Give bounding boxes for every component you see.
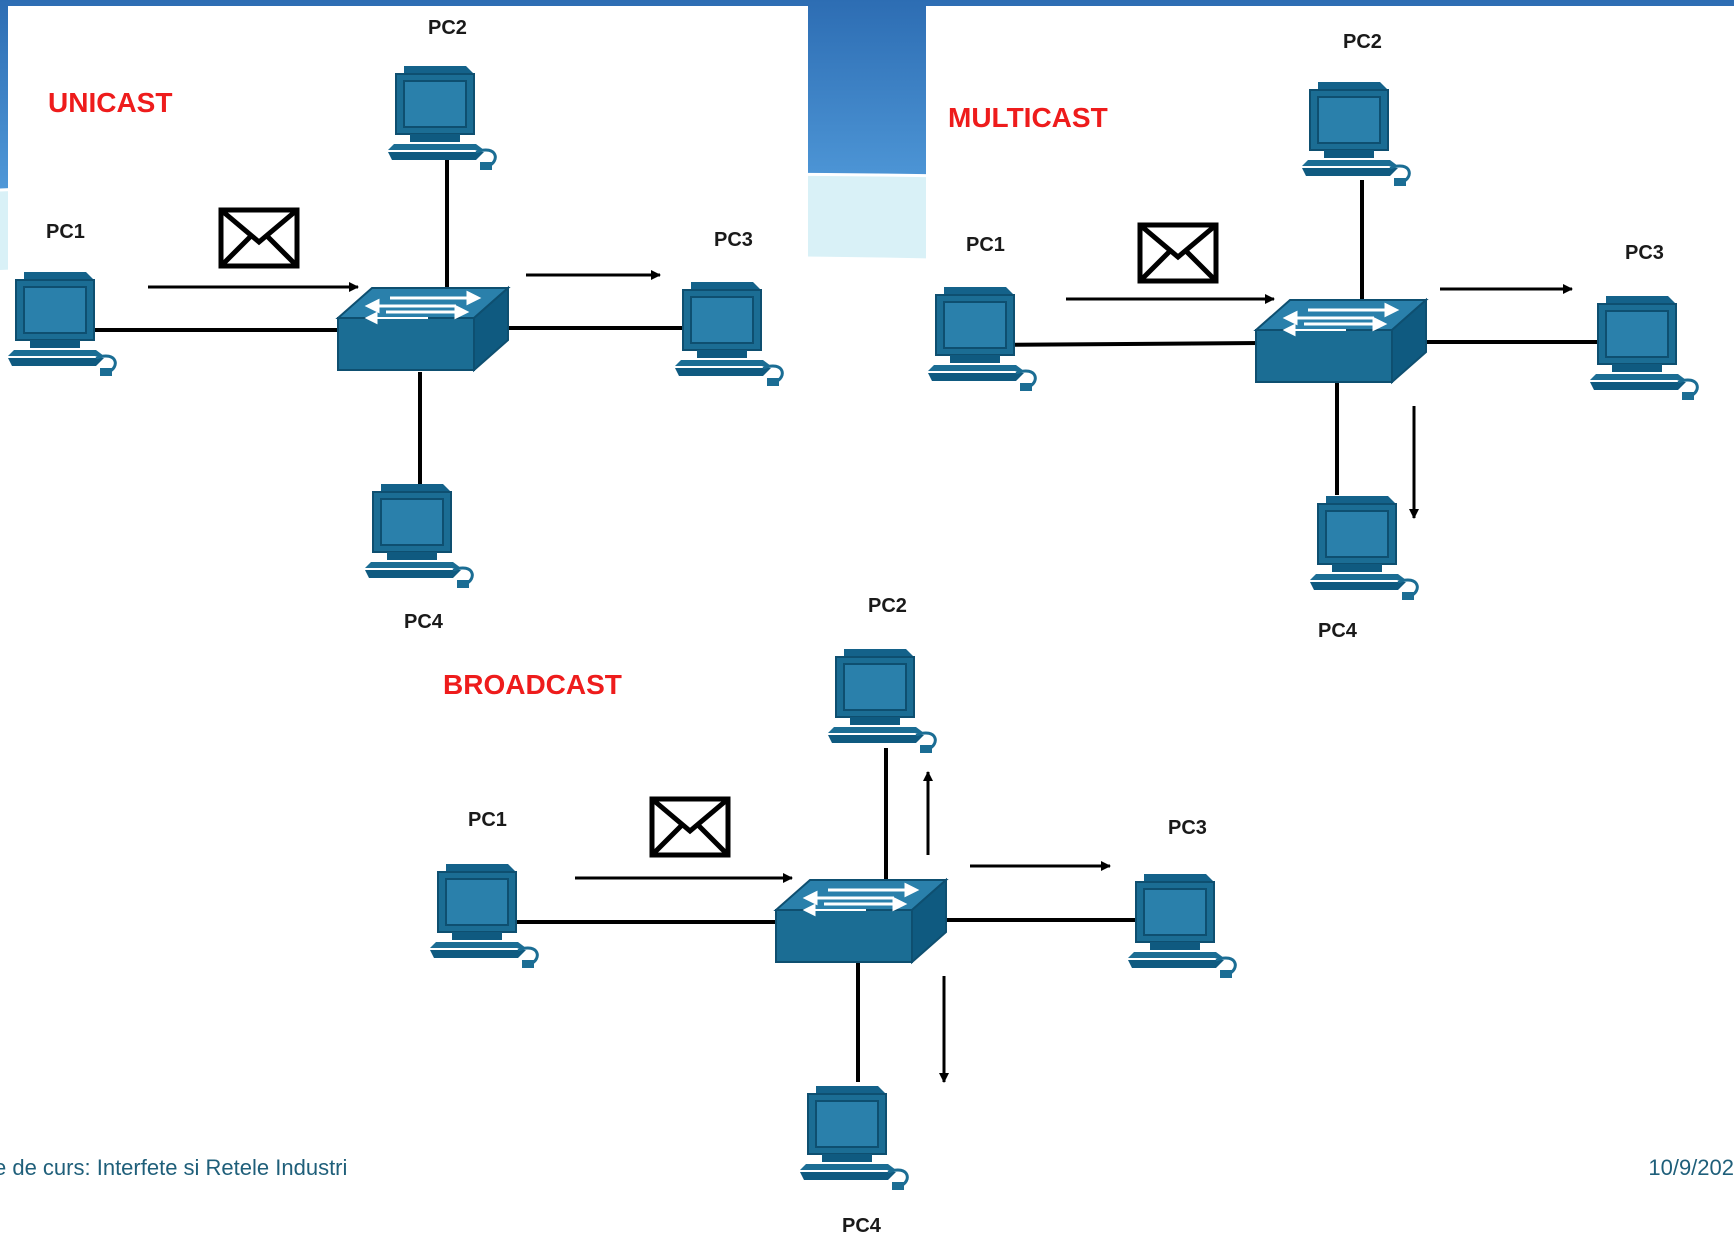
pc3-label: PC3 [1168, 817, 1207, 839]
pc3-label: PC3 [714, 229, 753, 251]
multicast-title: MULTICAST [948, 102, 1108, 133]
pc2-computer-icon [386, 64, 497, 172]
envelope-icon [1140, 225, 1216, 281]
switch-icon [336, 286, 510, 372]
pc1-computer-icon [6, 270, 117, 378]
pc2-computer-icon [826, 647, 937, 755]
pc4-computer-icon [363, 482, 474, 590]
pc4-label: PC4 [1318, 620, 1358, 642]
pc3-label: PC3 [1625, 242, 1664, 264]
pc1-label: PC1 [468, 809, 507, 831]
pc3-computer-icon [1126, 872, 1237, 980]
pc1-computer-icon [926, 285, 1037, 393]
pc2-computer-icon [1300, 80, 1411, 188]
envelope-icon [221, 210, 297, 266]
broadcast-title: BROADCAST [443, 669, 622, 700]
pc1-computer-icon [428, 862, 539, 970]
pc2-label: PC2 [428, 17, 467, 39]
footer-date: 10/9/202 [1648, 1155, 1734, 1180]
switch-icon [1254, 298, 1428, 384]
pc1-label: PC1 [966, 234, 1005, 256]
pc2-label: PC2 [868, 595, 907, 617]
broadcast-diagram: BROADCAST PC1 PC2 PC3 PC4 [428, 595, 1237, 1235]
unicast-diagram: UNICAST PC1 PC2 PC3 PC4 [6, 17, 784, 633]
pc4-label: PC4 [842, 1215, 882, 1235]
unicast-title: UNICAST [48, 87, 172, 118]
pc3-computer-icon [673, 280, 784, 388]
pc3-computer-icon [1588, 294, 1699, 402]
pc1-label: PC1 [46, 221, 85, 243]
multicast-diagram: MULTICAST PC1 PC2 PC3 PC4 [926, 31, 1699, 642]
pc4-label: PC4 [404, 611, 444, 633]
pc2-label: PC2 [1343, 31, 1382, 53]
switch-icon [774, 878, 948, 964]
footer-course-title: e de curs: Interfete si Retele Industri [0, 1155, 348, 1180]
envelope-icon [652, 799, 728, 855]
pc4-computer-icon [1308, 494, 1419, 602]
pc4-computer-icon [798, 1084, 909, 1192]
